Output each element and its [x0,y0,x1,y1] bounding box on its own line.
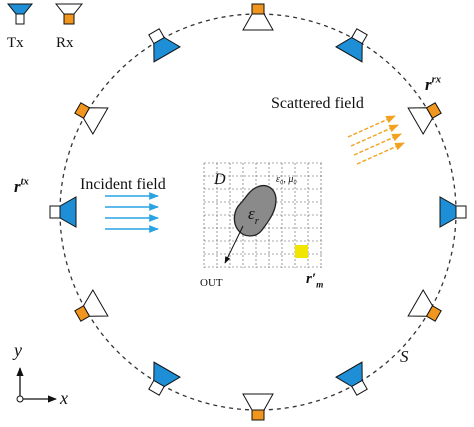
scatterer-object [233,184,277,237]
axis-origin [16,395,24,403]
surface-label: S [400,347,409,366]
scattered-field-arrows [347,115,405,165]
out-label: OUT [200,277,223,289]
tx-antenna-icon [148,28,181,63]
pixel-highlight [295,245,308,258]
tx-antenna-icon [148,361,181,396]
tx-legend-label: Tx [7,35,24,51]
x-axis-label: x [59,388,68,408]
scattered-field-label: Scattered field [271,95,364,112]
rx-legend-icon [54,3,84,25]
tx-antenna-icon [439,196,467,228]
rx-antenna-icon [407,102,442,135]
incident-field-arrows [105,192,159,233]
pixel-position-label: r′m [306,271,323,291]
background-params-label: ε₀, μ₀ [276,174,297,185]
rx-antenna-icon [74,289,109,322]
legend: Tx Rx [6,3,84,51]
rx-legend-label: Rx [56,35,74,51]
tx-legend-icon [6,3,34,25]
rx-position-label: rrx [425,74,442,94]
imaging-domain: D ε₀, μ₀ εr OUT r′m [200,162,323,291]
coordinate-axes: y x [12,340,68,408]
incident-field-label: Incident field [80,176,166,193]
y-axis-label: y [12,340,22,360]
antenna-ring [49,3,467,421]
tx-antenna-icon [335,361,368,396]
object-permittivity-label: εr [248,204,260,227]
rx-antenna-icon [242,3,274,31]
tx-antenna-icon [49,196,77,228]
tx-position-label: rtx [14,176,30,196]
tx-antenna-icon [335,28,368,63]
rx-antenna-icon [407,289,442,322]
rx-antenna-icon [74,102,109,135]
out-pointer-arrow [224,225,244,264]
domain-label: D [213,171,226,188]
rx-antenna-icon [242,393,274,421]
